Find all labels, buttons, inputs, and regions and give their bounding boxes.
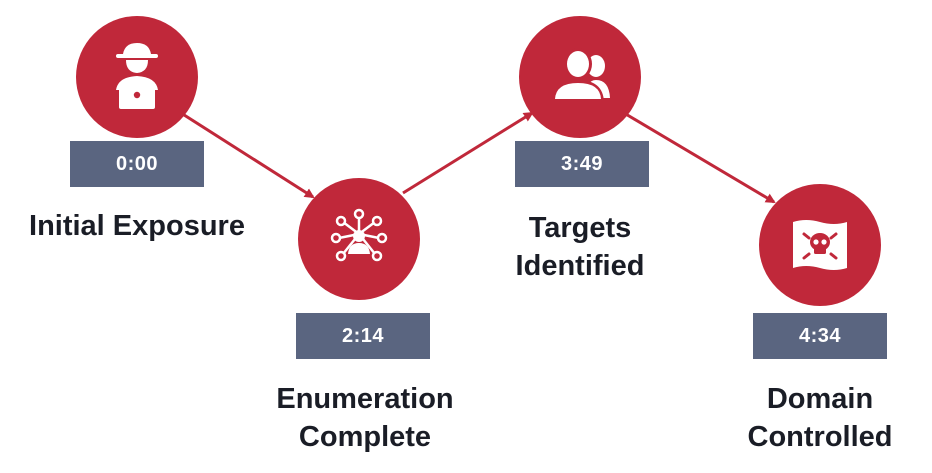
step-3-node bbox=[519, 16, 641, 138]
users-icon bbox=[552, 48, 610, 102]
step-2-node bbox=[298, 178, 420, 300]
arrow-1-to-2 bbox=[180, 111, 315, 199]
step-4-time: 4:34 bbox=[753, 313, 887, 359]
step-2-label-line-1: Enumeration bbox=[276, 383, 454, 415]
step-4-node bbox=[759, 184, 881, 306]
step-1-time: 0:00 bbox=[70, 141, 204, 187]
network-enumeration-icon bbox=[330, 208, 388, 262]
arrow-3-to-4 bbox=[623, 111, 776, 204]
step-3-label: Targets Identified bbox=[460, 209, 700, 285]
step-3-time: 3:49 bbox=[515, 141, 649, 187]
step-3-label-line-2: Identified bbox=[515, 250, 645, 282]
step-4-label-line-2: Controlled bbox=[747, 421, 893, 453]
step-1-node bbox=[76, 16, 198, 138]
arrow-2-to-3 bbox=[402, 111, 534, 195]
step-4-label-line-1: Domain bbox=[766, 383, 874, 415]
step-3-label-line-1: Targets bbox=[528, 212, 632, 244]
step-2-time: 2:14 bbox=[296, 313, 430, 359]
step-1-label-line: Initial Exposure bbox=[29, 210, 245, 242]
skull-flag-icon bbox=[793, 220, 847, 270]
step-4-label: Domain Controlled bbox=[710, 380, 930, 456]
step-2-label: Enumeration Complete bbox=[240, 380, 490, 456]
step-2-label-line-2: Complete bbox=[298, 421, 432, 453]
step-1-label: Initial Exposure bbox=[10, 207, 264, 245]
hacker-laptop-icon bbox=[116, 43, 158, 109]
